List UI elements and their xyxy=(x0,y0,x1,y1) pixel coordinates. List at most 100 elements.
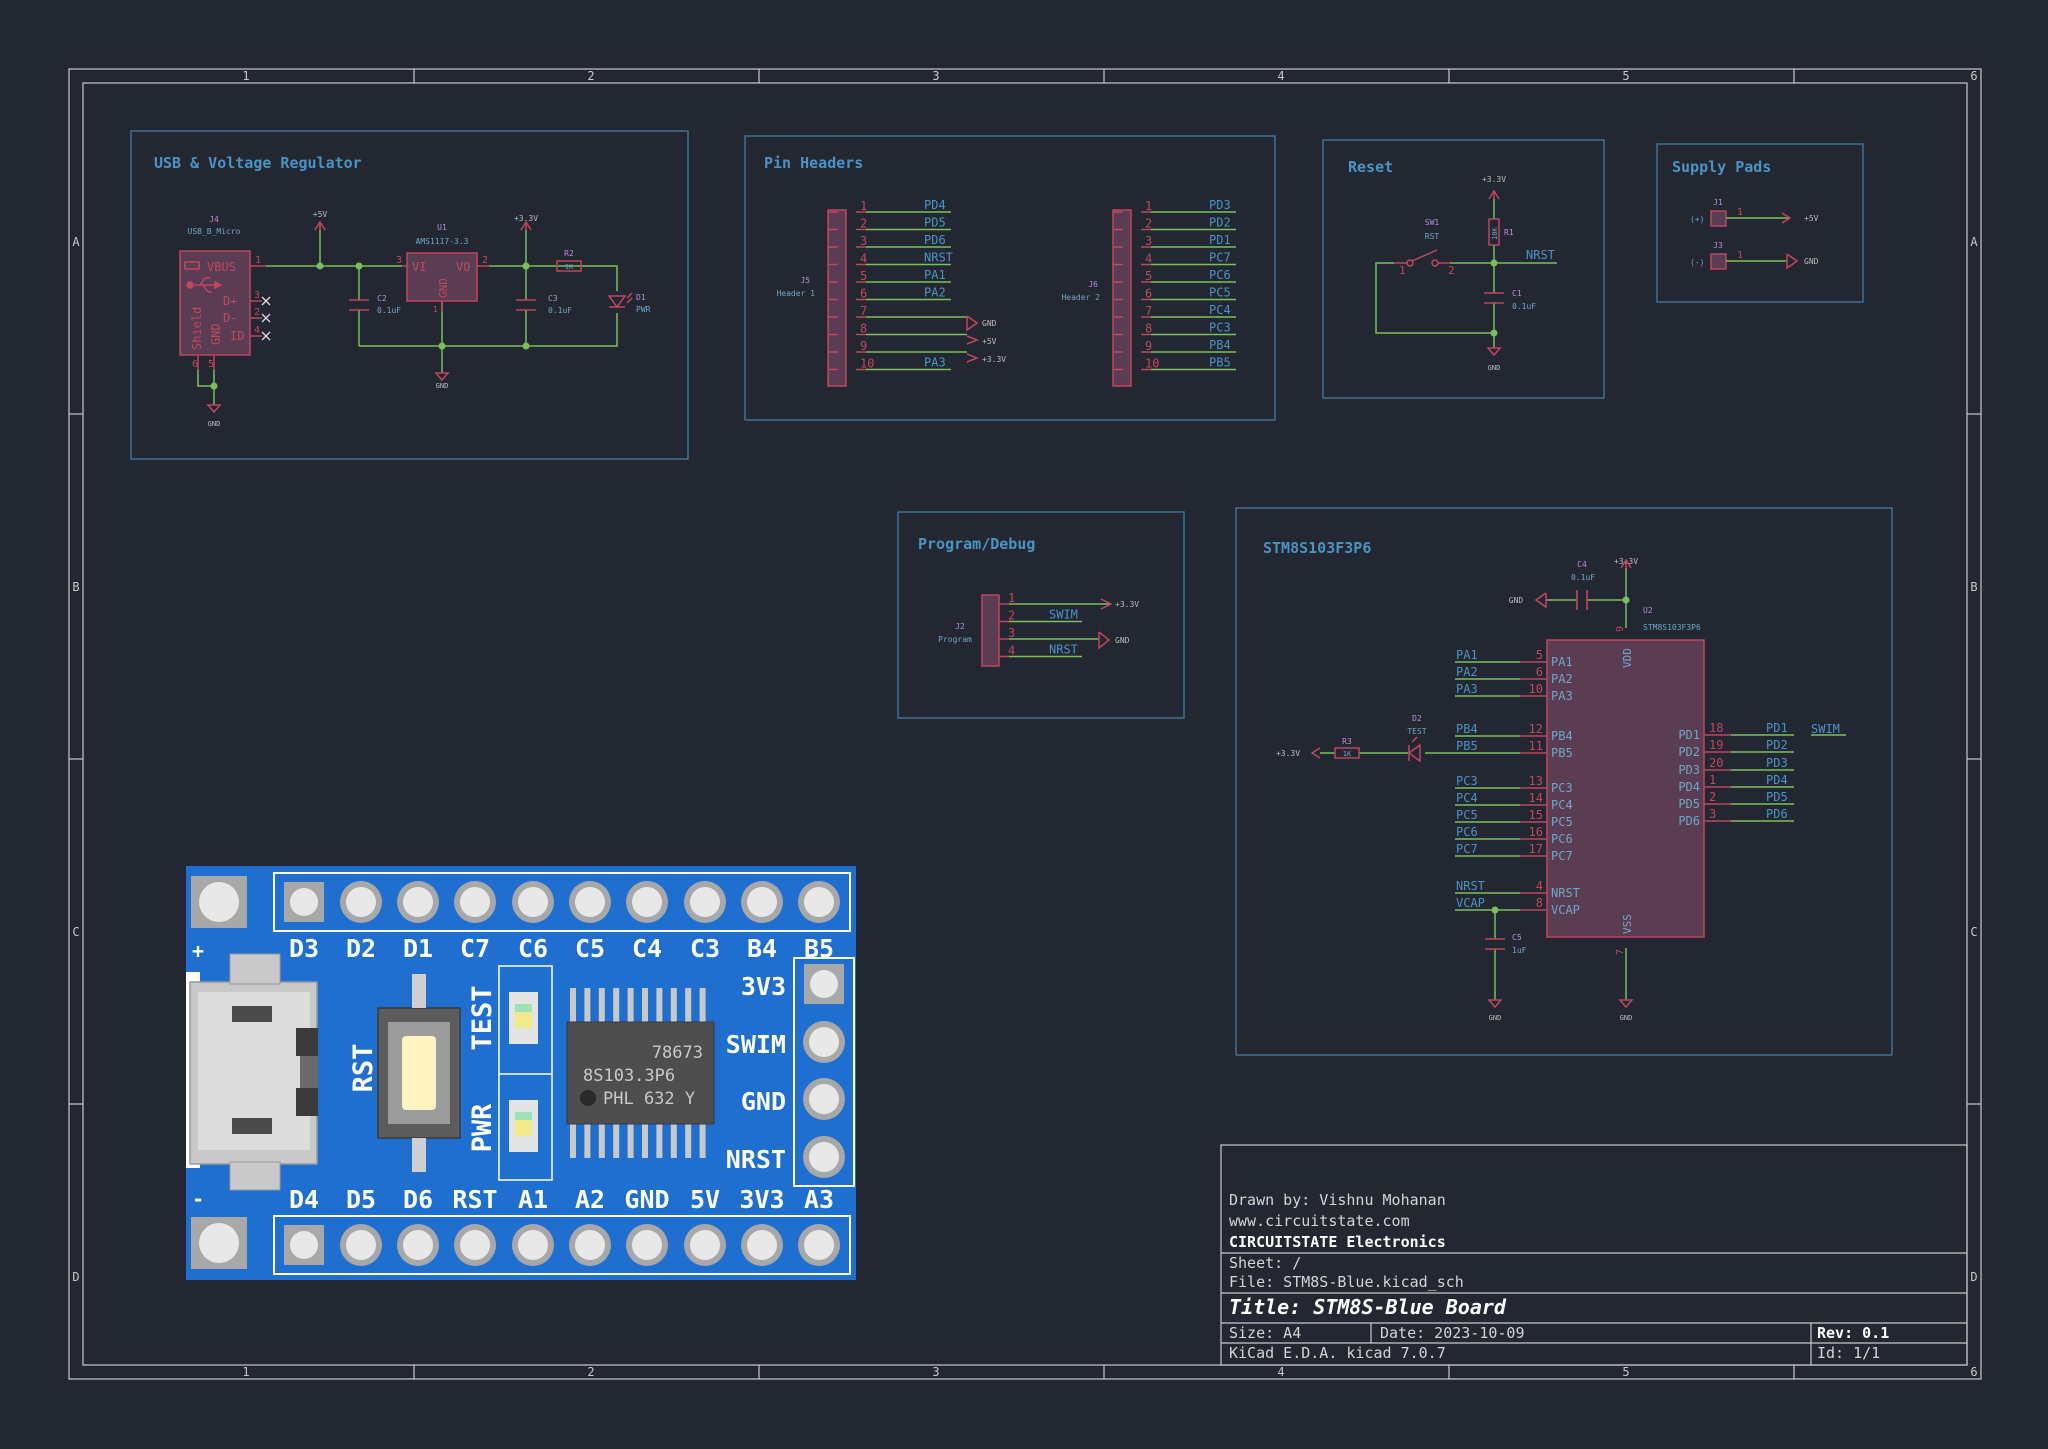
board-bottom-pads xyxy=(284,1224,840,1266)
pin-name: PC3 xyxy=(1551,781,1573,795)
header-pad-hole xyxy=(290,888,318,916)
net-label: SWIM xyxy=(1049,608,1078,622)
chip-marking: 78673 xyxy=(652,1043,703,1063)
pin-number: 11 xyxy=(1529,739,1543,753)
header-j6-symbol xyxy=(1112,209,1132,387)
ref-designator: J1 xyxy=(1713,198,1723,207)
chip-pin xyxy=(670,1124,677,1158)
chip-pin xyxy=(570,988,576,1022)
tool-version: KiCad E.D.A. kicad 7.0.7 xyxy=(1229,1344,1446,1362)
board-pin-label: B5 xyxy=(804,934,834,963)
mcu-section: STM8S103F3P6 U2 STM8S103F3P6 VDD VSS 9 7… xyxy=(1235,507,1893,1056)
board-right-pads xyxy=(803,964,845,1178)
pin-name: VSS xyxy=(1621,914,1634,934)
chip-pin xyxy=(685,988,692,1022)
chip-pin xyxy=(699,1124,706,1158)
pin-number: 6 xyxy=(1145,287,1152,301)
pin-number: 1 xyxy=(1737,250,1743,261)
pin-number: 1 xyxy=(433,305,438,314)
pin-number: 3 xyxy=(254,290,260,301)
power-label: +3.3V xyxy=(982,355,1006,364)
power-label: GND xyxy=(208,420,221,428)
pin-number: 10 xyxy=(1529,682,1543,696)
net-label: PC7 xyxy=(1209,251,1231,265)
net-label: PC4 xyxy=(1209,303,1231,317)
ref-designator: U1 xyxy=(437,223,447,232)
col-label: 5 xyxy=(1622,69,1629,83)
row-label: D xyxy=(1970,1270,1977,1284)
board-pin-label: GND xyxy=(741,1087,786,1116)
col-label: 6 xyxy=(1970,1365,1977,1379)
col-label: 2 xyxy=(587,69,594,83)
regulator-symbol xyxy=(406,252,478,302)
pin-name: Shield xyxy=(190,307,204,350)
ref-designator: J3 xyxy=(1713,241,1723,250)
power-label: +5V xyxy=(1804,214,1819,223)
ref-designator: C5 xyxy=(1512,933,1522,942)
row-label: B xyxy=(72,580,79,594)
part-value: 1uF xyxy=(1512,946,1527,955)
power-label: +3.3V xyxy=(1276,749,1300,758)
drawn-by: Drawn by: Vishnu Mohanan xyxy=(1229,1191,1446,1209)
board-pin-label: D1 xyxy=(403,934,433,963)
pin-number: 2 xyxy=(482,255,488,266)
board-pin-label: C7 xyxy=(460,934,490,963)
board-pin-label: C4 xyxy=(632,934,662,963)
company-name: CIRCUITSTATE Electronics xyxy=(1229,1233,1446,1251)
board-pin-label: C5 xyxy=(575,934,605,963)
resistor-symbol xyxy=(1334,747,1360,759)
power-label: GND xyxy=(1488,364,1501,372)
board-pin-label: C6 xyxy=(518,934,548,963)
pin-name: D- xyxy=(223,311,237,325)
pin-name: PA1 xyxy=(1551,655,1573,669)
pin-number: 16 xyxy=(1529,825,1543,839)
sheet-path: Sheet: / xyxy=(1229,1254,1301,1272)
net-label: PC3 xyxy=(1456,774,1478,788)
board-label: RST xyxy=(348,1044,379,1093)
pin-number: 2 xyxy=(860,217,867,231)
header-pad-hole xyxy=(460,887,490,917)
part-value: TEST xyxy=(1407,727,1426,736)
board-pin-label: D2 xyxy=(346,934,376,963)
part-value: 0.1uF xyxy=(1512,302,1536,311)
ref-designator: R1 xyxy=(1504,228,1514,237)
pin-number: 6 xyxy=(1536,665,1543,679)
no-connect-markers xyxy=(261,296,271,341)
pin-number: 1 xyxy=(1145,199,1152,213)
pin-name: PD5 xyxy=(1678,797,1700,811)
chip-pin xyxy=(613,1124,620,1158)
pin-name: GND xyxy=(209,323,223,345)
board-pin-label: 3V3 xyxy=(741,972,786,1001)
frame-row-labels: A B C D A B C D xyxy=(72,235,1978,1284)
header-pad-hole xyxy=(632,1230,662,1260)
pin-number: 2 xyxy=(254,307,260,318)
ref-designator: C4 xyxy=(1577,560,1587,569)
pin-number: 7 xyxy=(1145,304,1152,318)
col-label: 3 xyxy=(932,1365,939,1379)
pin-name: PA3 xyxy=(1551,689,1573,703)
pin-name: D+ xyxy=(223,294,237,308)
part-value: 0.1uF xyxy=(377,306,401,315)
led-symbol xyxy=(607,292,633,309)
power-arrow xyxy=(1781,212,1799,270)
ref-designator: J2 xyxy=(955,622,965,631)
part-value: Header 1 xyxy=(776,289,815,298)
board-pin-label: A1 xyxy=(518,1185,548,1214)
header-pad-hole xyxy=(690,887,720,917)
pin-name: PC6 xyxy=(1551,832,1573,846)
usb-regulator-section: USB & Voltage Regulator J4 USB_B_Micro V… xyxy=(130,130,689,460)
net-label: PC6 xyxy=(1456,825,1478,839)
col-label: 5 xyxy=(1622,1365,1629,1379)
pin-number: 9 xyxy=(860,339,867,353)
led-pwr-illustration xyxy=(509,1100,538,1152)
power-label: +3.3V xyxy=(1614,557,1638,566)
pin-name: PD2 xyxy=(1678,745,1700,759)
net-label: PD1 xyxy=(1209,233,1231,247)
header-outline-bottom xyxy=(273,1215,851,1275)
section-title: Supply Pads xyxy=(1672,158,1771,176)
header-pad-hole xyxy=(518,887,548,917)
net-label: PD6 xyxy=(924,233,946,247)
power-label: +3.3V xyxy=(1115,600,1139,609)
